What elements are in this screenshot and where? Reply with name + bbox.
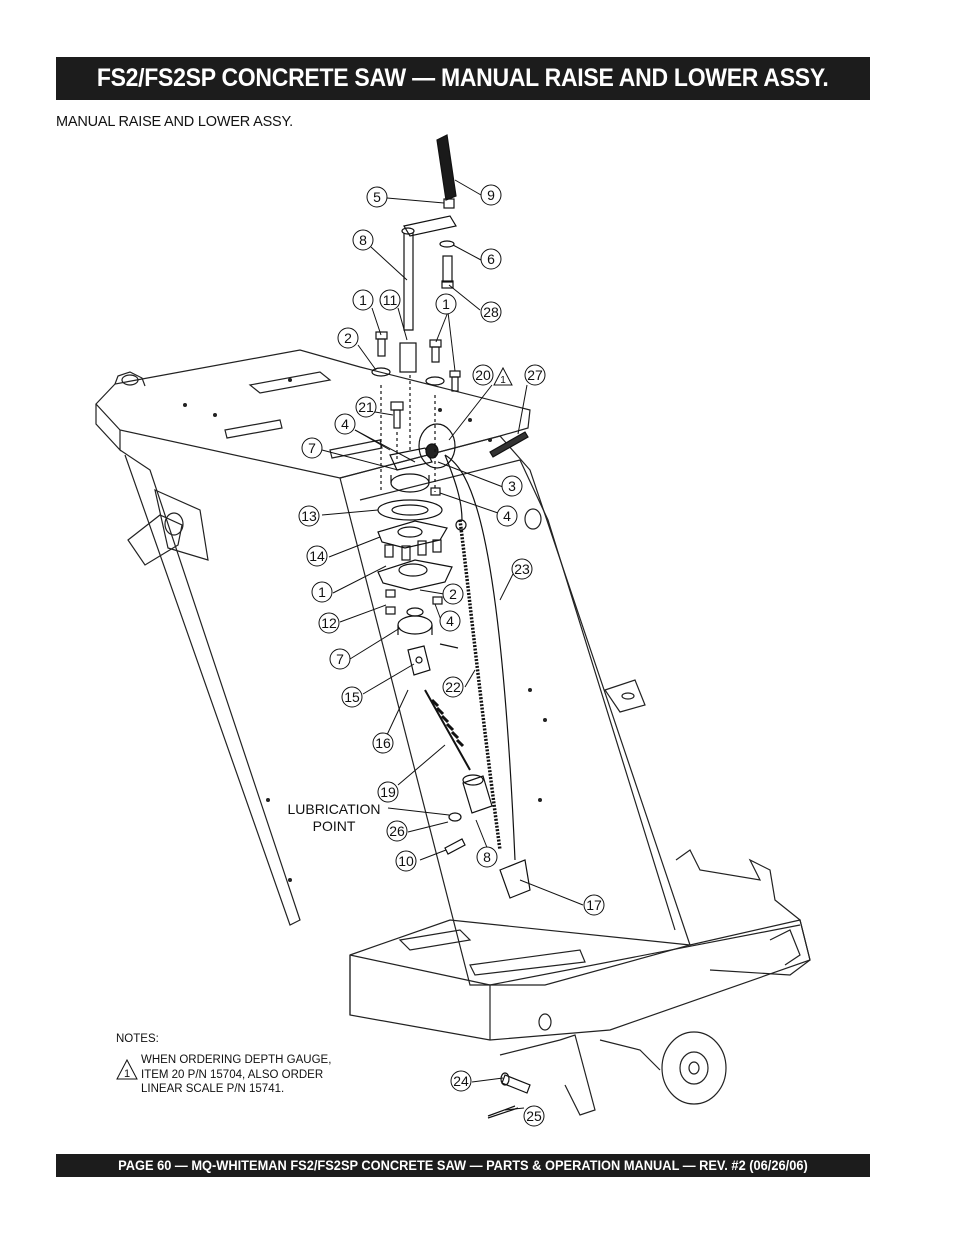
top-deck-plate [95,349,531,479]
note-warning-triangle-icon: 1 [116,1058,138,1080]
callout: 9 [480,184,502,206]
svg-text:7: 7 [336,651,344,667]
svg-text:5: 5 [373,189,381,205]
callout: 5 [366,186,388,208]
callout: 7 [329,648,351,670]
svg-text:1: 1 [500,375,506,386]
page-footer: PAGE 60 — MQ-WHITEMAN FS2/FS2SP CONCRETE… [118,1158,808,1173]
saw-frame-drawing [95,349,811,1116]
callout: 6 [480,248,502,270]
svg-text:23: 23 [514,561,530,577]
lubrication-label-line: POINT [312,818,356,834]
leader-lines [321,179,584,1111]
note-line: ITEM 20 P/N 15704, ALSO ORDER [141,1068,324,1081]
svg-text:10: 10 [398,853,414,869]
svg-text:1: 1 [359,292,367,308]
callout: 14 [306,545,328,567]
svg-text:13: 13 [301,508,317,524]
page-title-bar: FS2/FS2SP CONCRETE SAW — MANUAL RAISE AN… [56,57,870,100]
callout: 12 [318,612,340,634]
raise-lower-assembly [371,134,531,1119]
part-callouts: 5 9 8 6 1 11 1 28 2 20 27 21 4 7 3 4 13 … [298,184,605,1127]
callout: 25 [523,1105,545,1127]
callout: 7 [301,437,323,459]
callout: 15 [341,686,363,708]
callout: 1 [435,293,457,315]
page-title: FS2/FS2SP CONCRETE SAW — MANUAL RAISE AN… [97,64,829,92]
svg-text:21: 21 [358,399,374,415]
lubrication-point-label: LUBRICATION POINT [276,801,392,835]
svg-text:28: 28 [483,304,499,320]
callout: 16 [372,732,394,754]
callout: 21 [355,396,377,418]
lubrication-label-line: LUBRICATION [287,801,381,817]
base-box [349,919,811,1041]
svg-text:20: 20 [475,367,491,383]
callout: 4 [496,505,518,527]
callout: 4 [439,610,461,632]
svg-text:2: 2 [344,330,352,346]
callout: 23 [511,558,533,580]
warning-triangle-icon: 1 [493,366,513,386]
svg-text:25: 25 [526,1108,542,1124]
callout: 1 [352,289,374,311]
svg-text:11: 11 [383,292,398,308]
svg-text:17: 17 [586,897,602,913]
svg-text:12: 12 [321,615,337,631]
svg-text:1: 1 [318,584,326,600]
svg-text:26: 26 [389,823,405,839]
callout: 11 [379,289,401,311]
callout: 22 [442,676,464,698]
callout: 28 [480,301,502,323]
svg-text:8: 8 [359,232,367,248]
svg-text:7: 7 [308,440,316,456]
rear-wheel [661,1031,727,1105]
callout: 8 [476,846,498,868]
svg-text:4: 4 [341,416,349,432]
callout: 27 [524,364,546,386]
section-subtitle: MANUAL RAISE AND LOWER ASSY. [56,114,293,130]
svg-text:9: 9 [487,187,495,203]
svg-text:8: 8 [483,849,491,865]
callout: 19 [377,781,399,803]
svg-text:6: 6 [487,251,495,267]
svg-text:14: 14 [309,548,325,564]
svg-text:3: 3 [508,478,516,494]
callout: 2 [337,327,359,349]
svg-text:2: 2 [449,586,457,602]
callout: 10 [395,850,417,872]
note-line: WHEN ORDERING DEPTH GAUGE, [141,1054,332,1066]
svg-text:16: 16 [375,735,391,751]
callout: 26 [386,820,408,842]
svg-text:4: 4 [503,508,511,524]
callout: 3 [501,475,523,497]
callout: 17 [583,894,605,916]
svg-text:24: 24 [453,1073,469,1089]
callout: 4 [334,413,356,435]
note-body: WHEN ORDERING DEPTH GAUGE, ITEM 20 P/N 1… [141,1053,371,1097]
svg-text:1: 1 [442,296,450,312]
callout: 1 [311,581,333,603]
svg-text:27: 27 [527,367,543,383]
svg-text:4: 4 [446,613,454,629]
svg-text:22: 22 [445,679,461,695]
left-side-panel [119,449,301,926]
note-line: LINEAR SCALE P/N 15741. [141,1083,285,1095]
svg-text:19: 19 [380,784,396,800]
callout: 8 [352,229,374,251]
page-footer-bar: PAGE 60 — MQ-WHITEMAN FS2/FS2SP CONCRETE… [56,1154,870,1177]
notes-heading: NOTES: [116,1033,159,1045]
callout: 20 [472,364,494,386]
handle-grip [436,134,457,201]
callout: 2 [442,583,464,605]
svg-text:15: 15 [344,689,360,705]
svg-text:1: 1 [124,1068,130,1080]
callout: 24 [450,1070,472,1092]
callout: 13 [298,505,320,527]
